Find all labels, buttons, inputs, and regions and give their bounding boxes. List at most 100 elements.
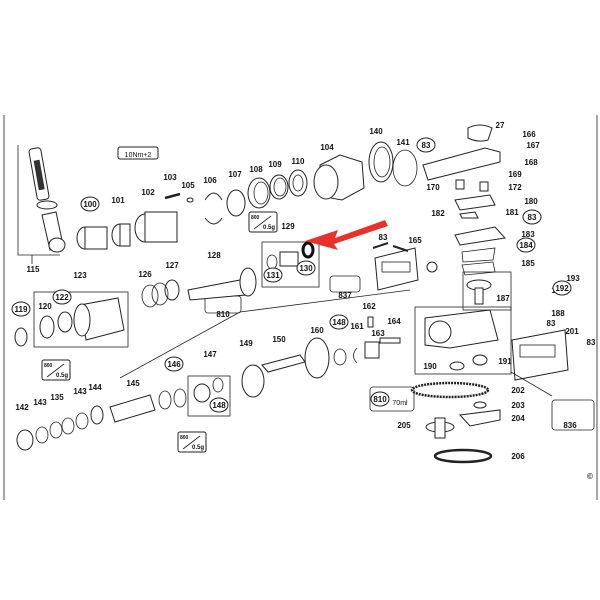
part-number-label: 180	[524, 197, 538, 206]
part-number-label: 169	[508, 170, 522, 179]
callout-box	[117, 146, 159, 160]
callout-p129: 129	[281, 222, 295, 231]
part-number-label: 131	[266, 271, 280, 280]
grease-weight: 0.5g	[263, 225, 275, 231]
part-number-label: 164	[387, 317, 401, 326]
part-number-label: 836	[563, 421, 577, 430]
part-number-label: 150	[272, 335, 286, 344]
part-number-label: 190	[423, 362, 437, 371]
part-number-label: 120	[38, 302, 52, 311]
part-number-label: 129	[281, 222, 295, 231]
part-number-label: 115	[27, 265, 40, 274]
callout-p141: 141	[396, 138, 410, 147]
part-number-label: 140	[369, 127, 383, 136]
callout-p205: 205	[397, 421, 411, 430]
callout-p170: 170	[426, 183, 440, 192]
callout-p172: 172	[508, 183, 522, 192]
part-number-label: 165	[408, 236, 422, 245]
part-number-label: 193	[566, 274, 580, 283]
part-number-label: 102	[141, 188, 155, 197]
part-number-label: 104	[320, 143, 334, 152]
callout-circle	[296, 260, 316, 276]
callout-p143b: 143	[33, 398, 47, 407]
callout-p147: 147	[203, 350, 217, 359]
callout-p135: 135	[50, 393, 64, 402]
part-number-label: 109	[268, 160, 282, 169]
callout-circle	[11, 301, 31, 317]
callout-p142: 142	[15, 403, 29, 412]
part-number-label: 166	[522, 130, 536, 139]
part-number-label: 202	[511, 386, 525, 395]
callout-p187: 187	[496, 294, 510, 303]
callout-p109: 109	[268, 160, 282, 169]
grease-count: 800	[44, 363, 53, 369]
callout-p184: 184	[516, 237, 536, 253]
callout-p836: 836	[563, 421, 577, 430]
part-brush-holder	[372, 242, 438, 291]
callout-circle	[329, 314, 349, 330]
part-number-label: 172	[508, 183, 522, 192]
part-number-label: 119	[15, 305, 28, 314]
part-number-label: 126	[138, 270, 152, 279]
part-number-label: 160	[310, 326, 324, 335]
part-number-label: 148	[332, 318, 346, 327]
grease-box: 800 0.5g	[177, 431, 207, 453]
accessory-box	[369, 386, 415, 412]
part-cylinder-box	[14, 291, 129, 348]
part-number-label: 149	[239, 339, 253, 348]
callout-circle	[370, 391, 390, 407]
part-number-label: 122	[55, 293, 69, 302]
grease-count: 800	[180, 435, 189, 441]
callout-p810b: 810	[370, 391, 390, 407]
grease-count: 800	[251, 215, 260, 221]
callout-torque: 10Nm+2	[117, 146, 159, 160]
callout-p192: 192	[552, 280, 572, 296]
part-number-label: 130	[299, 264, 313, 273]
part-number-label: 191	[498, 357, 512, 366]
callout-p143a: 143	[73, 387, 87, 396]
part-number-label: 163	[371, 329, 385, 338]
part-number-label: 161	[350, 322, 364, 331]
part-top-cover-group	[422, 124, 506, 276]
callout-p166: 166	[522, 130, 536, 139]
part-number-label: 103	[163, 173, 177, 182]
callout-p27: 27	[496, 121, 505, 130]
callout-circle	[516, 237, 536, 253]
part-front-collar-group	[76, 169, 308, 250]
callout-p140: 140	[369, 127, 383, 136]
callout-p191: 191	[498, 357, 512, 366]
grease-box: 800 0.5g	[41, 359, 71, 381]
part-number-label: 147	[203, 350, 217, 359]
callout-p83b: 83	[522, 209, 542, 225]
part-number-label: 108	[249, 165, 263, 174]
part-number-label: 83	[379, 233, 388, 242]
part-number-label: 83	[528, 213, 537, 222]
callout-p169: 169	[508, 170, 522, 179]
part-number-label: 201	[565, 327, 579, 336]
part-number-label: ©	[587, 472, 593, 481]
part-number-label: 105	[181, 181, 195, 190]
callout-p165: 165	[408, 236, 422, 245]
callout-p181: 181	[505, 208, 519, 217]
part-number-label: 167	[526, 141, 540, 150]
part-number-label: 203	[511, 401, 525, 410]
part-number-label: 184	[519, 241, 533, 250]
part-number-label: 83	[587, 338, 596, 347]
part-number-label: 148	[212, 401, 226, 410]
part-number-label: 205	[397, 421, 411, 430]
callout-p119: 119	[11, 301, 31, 317]
part-lower-group	[16, 289, 411, 451]
part-number-label: 182	[431, 209, 445, 218]
callout-p837: 837	[338, 291, 352, 300]
part-number-label: 810	[373, 395, 387, 404]
callout-p163: 163	[371, 329, 385, 338]
part-number-label: 101	[111, 196, 125, 205]
callout-p126: 126	[138, 270, 152, 279]
callout-p110: 110	[292, 157, 305, 166]
callout-p190: 190	[423, 362, 437, 371]
callout-p106: 106	[203, 176, 217, 185]
part-number-label: 100	[83, 200, 97, 209]
callout-p146: 146	[164, 356, 184, 372]
callout-p144: 144	[88, 383, 102, 392]
